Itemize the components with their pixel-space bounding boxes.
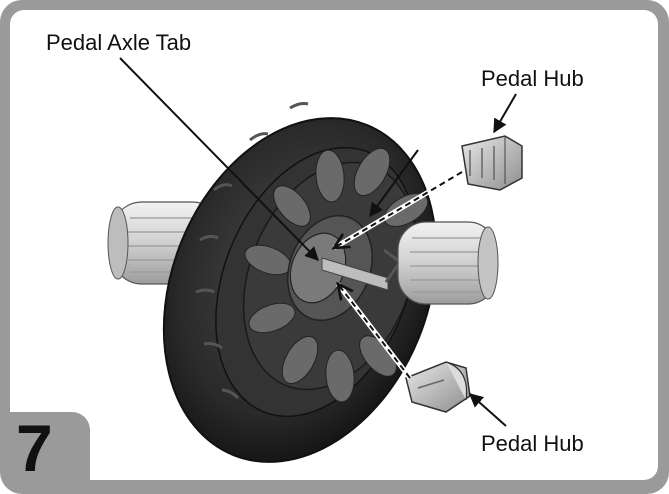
hub-top-leader: [494, 94, 516, 132]
step-badge: 7: [10, 412, 90, 484]
pedal-hub-top-label: Pedal Hub: [481, 66, 584, 92]
pedal-hub-bottom: [406, 362, 470, 412]
hub-bottom-leader: [470, 394, 506, 426]
pedal-hub-bottom-label: Pedal Hub: [481, 431, 584, 457]
step-number: 7: [16, 408, 53, 488]
pedal-axle-tab-label: Pedal Axle Tab: [46, 30, 191, 56]
pedal-hub-top: [462, 136, 522, 190]
